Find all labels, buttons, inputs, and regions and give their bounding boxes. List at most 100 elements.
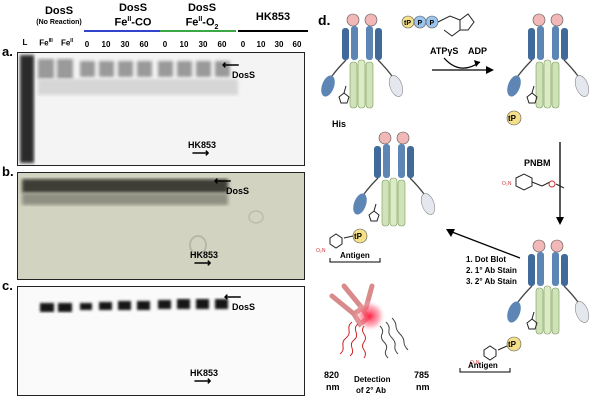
gel-panel-a [17, 52, 305, 166]
header-hk853: HK853 [255, 11, 291, 23]
lane-co-30: 30 [120, 40, 130, 49]
label-dos-a: DosS [232, 70, 256, 80]
reaction-arrowhead-2 [556, 217, 564, 225]
smear-b [22, 193, 228, 205]
tp-text-4: tP [508, 340, 517, 349]
tp-ball-4 [506, 336, 522, 352]
pnbm-nitro: O₂N [502, 181, 512, 187]
detection-line-2: of 2° Ab [356, 386, 386, 395]
reaction-arrowhead-1 [486, 66, 494, 74]
co-group-bar [84, 30, 162, 32]
label-hk-a: HK853 [188, 140, 217, 150]
lane-co-10: 10 [101, 40, 111, 49]
adp-label: ADP [468, 46, 487, 56]
lane-o2-60: 60 [217, 40, 227, 49]
atp-p-text-1: P [418, 20, 423, 27]
lane-ladder: L [22, 38, 28, 47]
bubble-b-2 [248, 210, 264, 224]
gel-panel-c [17, 286, 305, 396]
panel-b-letter: b. [2, 164, 14, 179]
atp-curve-arrowhead [474, 60, 480, 67]
nitro-text-3: O₂N [316, 248, 326, 254]
nm-820: 820 [324, 370, 339, 380]
arrow-hk-b: ⟶ [194, 256, 212, 270]
pnbm-molecule: O₂N [502, 173, 565, 191]
arrow-dos-a: ⟵ [222, 58, 240, 72]
dos-bands-c [40, 299, 228, 312]
atp-gamma-s: tP P P [401, 13, 475, 37]
antigen-label-3: Antigen [340, 251, 370, 260]
kinase-unphosphorylated [317, 13, 407, 109]
lane-o2-10: 10 [179, 40, 189, 49]
his-label: His [332, 119, 346, 129]
header-no-reaction: (No Reaction) [36, 19, 82, 26]
lane-hk-10: 10 [256, 40, 266, 49]
panel-d-letter: d. [318, 12, 331, 28]
panel-c-letter: c. [2, 278, 13, 293]
kinase-alkylated [349, 131, 439, 227]
step-3: 3. 2° Ab Stain [466, 277, 517, 286]
label-dos-b: DosS [226, 186, 250, 196]
header-dos-title-3: DosS [187, 2, 217, 14]
nitro-text-4: O₂N [470, 360, 480, 366]
hk-group-bar [238, 30, 308, 32]
pnbm-label: PNBM [524, 158, 551, 168]
atp-curve-arrow [443, 57, 481, 69]
emission-waves [339, 321, 366, 359]
step-1: 1. Dot Blot [466, 255, 506, 264]
atp-label: ATPγS [430, 46, 458, 56]
scheme-svg: His tP P P ATPγS ADP tP PNBM O₂N tP [316, 13, 593, 395]
label-hk-c: HK853 [190, 368, 219, 378]
antigen-bracket-3 [329, 258, 381, 263]
o2-group-bar [160, 30, 236, 32]
lane-o2-30: 30 [198, 40, 208, 49]
lane-fe3: FeIII [39, 38, 53, 48]
panel-a-letter: a. [2, 44, 13, 59]
tp-text-2: tP [508, 114, 517, 123]
antigen-label-4: Antigen [468, 361, 498, 370]
lane-co-0: 0 [84, 40, 90, 49]
tp-text-3: tP [354, 232, 363, 241]
nitrobenzyl-group-3: O₂N [316, 233, 354, 254]
arrow-dos-b: ⟵ [214, 174, 232, 188]
lane-hk-60: 60 [292, 40, 302, 49]
dos-bands-a [38, 59, 230, 79]
atp-p-text-2: P [430, 20, 435, 27]
fluor-glow [354, 300, 386, 332]
lane-hk-0: 0 [240, 40, 246, 49]
label-hk-b: HK853 [190, 250, 219, 260]
step-2: 2. 1° Ab Stain [466, 266, 517, 275]
header-dos-title-2: DosS [118, 2, 148, 14]
arrow-hk-a: ⟶ [192, 146, 210, 160]
kinase-alkylated-2 [503, 239, 593, 335]
lane-co-60: 60 [139, 40, 149, 49]
gel-b-svg [18, 173, 304, 279]
header-co-state: FeII-CO [114, 16, 152, 29]
antigen-bracket-4 [459, 368, 511, 373]
header-dos-o2: DosS FeII-O2 [160, 3, 244, 33]
arrow-hk-c: ⟶ [194, 374, 212, 388]
ladder-lane-a [20, 55, 34, 163]
nitrobenzyl-group-4: O₂N [470, 345, 508, 366]
smear-a [38, 79, 238, 95]
label-dos-c: DosS [232, 302, 256, 312]
detection-line-1: Detection [354, 375, 391, 384]
kinase-thiophosphorylated [503, 13, 593, 109]
dos-bands-b [22, 179, 228, 193]
reaction-arrowhead-3 [446, 229, 455, 237]
arrow-dos-c: ⟵ [224, 290, 242, 304]
nm-820-unit: nm [326, 382, 340, 392]
lane-o2-0: 0 [162, 40, 168, 49]
tp-ball-2 [506, 110, 522, 126]
excitation-waves [379, 317, 409, 359]
gel-panel-b [17, 172, 305, 280]
nm-785: 785 [414, 370, 429, 380]
atp-tp-text: tP [404, 20, 411, 27]
header-dos-no-reaction: DosS (No Reaction) [28, 6, 90, 28]
gel-c-svg [40, 299, 228, 312]
lane-fe2: FeII [60, 38, 74, 48]
lane-hk-30: 30 [274, 40, 284, 49]
bubble-b-1 [189, 235, 207, 255]
nm-785-unit: nm [416, 382, 430, 392]
header-dos-co: DosS FeII-CO [92, 3, 174, 29]
